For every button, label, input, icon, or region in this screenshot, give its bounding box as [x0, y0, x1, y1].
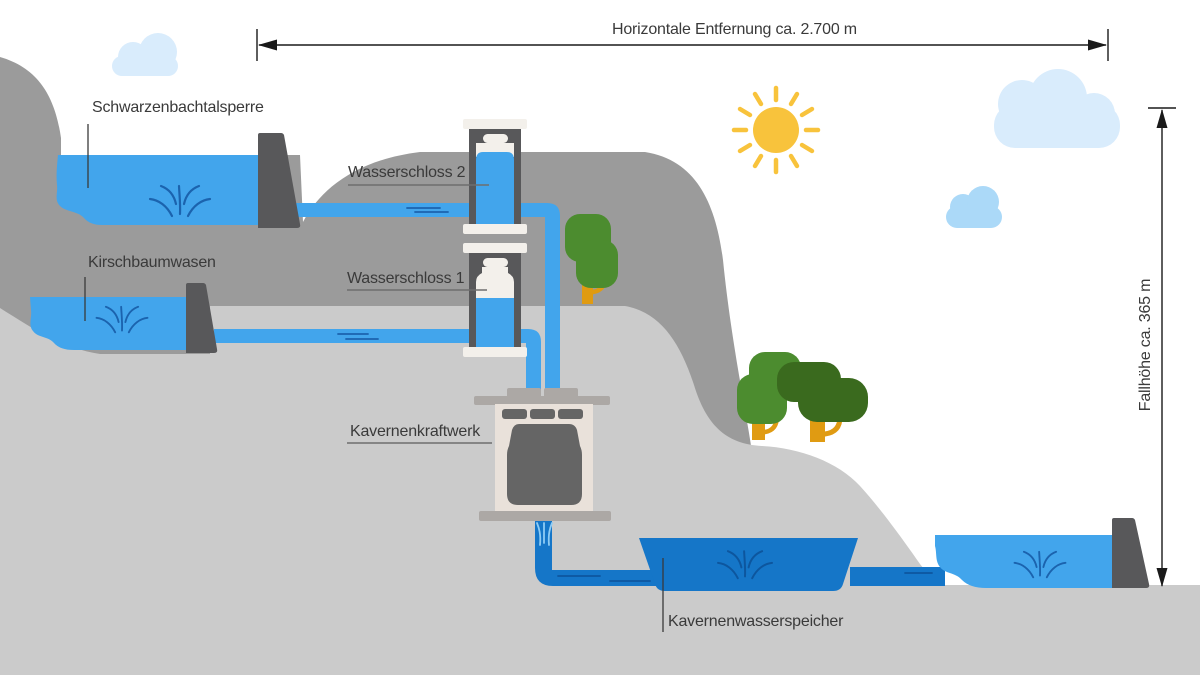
upper-reservoir-water: [56, 155, 258, 225]
fall-height-arrow: [1148, 107, 1176, 586]
pipe-flow-marks: [337, 207, 449, 340]
surge-tank-2-label: Wasserschloss 2: [348, 164, 466, 181]
fall-height-label: Fallhöhe ca. 365 m: [1137, 278, 1154, 412]
horizontal-distance-label: Horizontale Entfernung ca. 2.700 m: [612, 21, 857, 38]
cavern-water-storage-label: Kavernenwasserspeicher: [668, 613, 844, 630]
lower-reservoir-water: [935, 535, 1112, 588]
sun-icon: [731, 85, 821, 175]
surge-tank-2: [463, 119, 527, 234]
tailrace-pipe: [535, 515, 662, 586]
outflow-pipe: [850, 567, 945, 586]
label-underlines: [347, 184, 492, 444]
cavern-power-plant-label: Kavernenkraftwerk: [350, 423, 480, 440]
water-spray-icon: [536, 522, 553, 546]
surge-tank-1: [463, 243, 527, 357]
horizontal-arrowheads: [258, 39, 1107, 51]
pipe-flow-marks: [557, 572, 933, 582]
horizontal-distance-arrow: [256, 29, 1109, 61]
upper-dam: [258, 133, 301, 228]
lower-dam: [1112, 518, 1150, 588]
cloud-icon: [994, 69, 1120, 148]
turbine: [507, 424, 582, 505]
upper-reservoir-label: Schwarzenbachtalsperre: [92, 99, 264, 116]
surge-tank-1-label: Wasserschloss 1: [347, 270, 465, 287]
tree-icon: [565, 214, 618, 304]
cloud-icon: [112, 33, 178, 76]
tree-icon: [777, 362, 868, 442]
label-leader-lines: [84, 124, 664, 632]
cavern-power-plant: [474, 388, 611, 521]
cloud-icon: [946, 186, 1002, 228]
vertical-arrowheads: [1156, 109, 1168, 587]
middle-reservoir-label: Kirschbaumwasen: [88, 254, 216, 271]
middle-dam: [186, 283, 218, 353]
